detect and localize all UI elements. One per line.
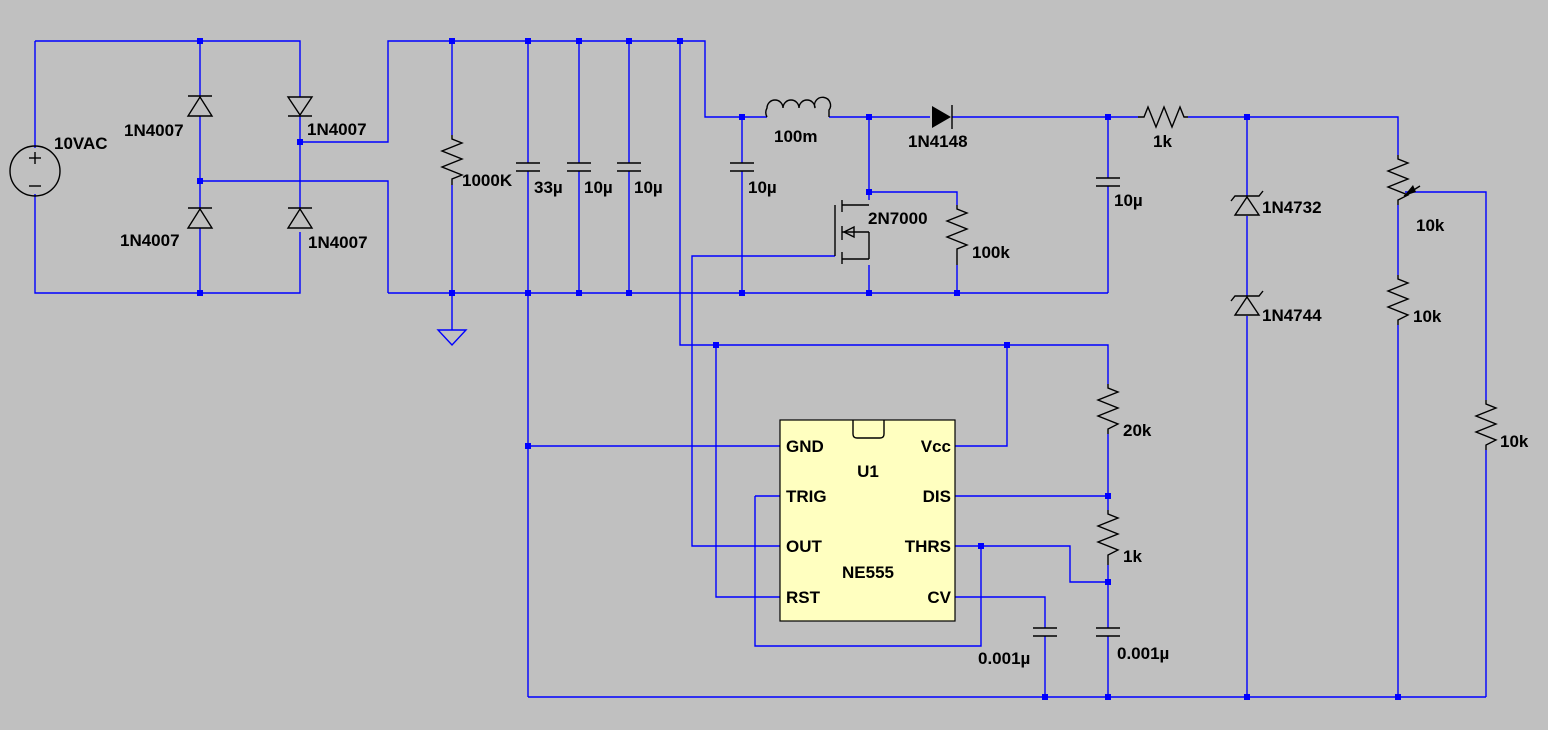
capacitor-ct-symbol [1096, 627, 1120, 637]
capacitor-c2-symbol [567, 162, 591, 172]
r2-label: 10k [1413, 307, 1442, 326]
r-b-label: 1k [1123, 547, 1142, 566]
resistor-rb-symbol [1096, 510, 1120, 565]
chip-ref-label: U1 [857, 462, 879, 481]
junction-dots [197, 38, 1401, 700]
c3-label: 10µ [634, 178, 663, 197]
c2-label: 10µ [584, 178, 613, 197]
diode-d1-symbol [186, 95, 214, 117]
resistor-ra-symbol [1096, 384, 1120, 434]
c-out-label: 10µ [1114, 191, 1143, 210]
capacitor-cin-symbol [730, 162, 754, 172]
chip-part-label: NE555 [842, 563, 894, 582]
pin-rst-label: RST [786, 588, 821, 607]
component-labels: 10VAC 1N4007 1N4007 1N4007 1N4007 1000K … [54, 120, 1529, 668]
capacitor-c3-symbol [617, 162, 641, 172]
d2-label: 1N4007 [307, 120, 367, 139]
c-cv-label: 0.001µ [978, 649, 1030, 668]
wires [34, 40, 1487, 698]
pin-thrs-label: THRS [905, 537, 951, 556]
ne555-chip: GND TRIG OUT RST Vcc DIS THRS CV U1 NE55… [779, 419, 956, 622]
source-label: 10VAC [54, 134, 108, 153]
c-t-label: 0.001µ [1117, 644, 1169, 663]
pin-dis-label: DIS [923, 487, 951, 506]
resistor-gate-symbol [945, 205, 969, 265]
r3-label: 10k [1500, 432, 1529, 451]
pin-vcc-label: Vcc [921, 437, 951, 456]
d3-label: 1N4007 [120, 231, 180, 250]
diode-d4-symbol [286, 207, 314, 229]
pot-label: 10k [1416, 216, 1445, 235]
zener-d1-symbol [1230, 190, 1264, 216]
capacitor-c1-symbol [516, 162, 540, 172]
diode-d3-symbol [186, 207, 214, 229]
c1-label: 33µ [534, 178, 563, 197]
pin-gnd-label: GND [786, 437, 824, 456]
r-gate-label: 100k [972, 243, 1010, 262]
resistor-div2-symbol [1386, 275, 1410, 325]
resistor-series-symbol [1138, 105, 1188, 129]
diode-label: 1N4148 [908, 132, 968, 151]
pin-out-label: OUT [786, 537, 823, 556]
capacitor-ccv-symbol [1033, 627, 1057, 637]
mosfet-symbol [834, 200, 870, 264]
diode-1n4148-symbol [932, 105, 953, 129]
resistor-div3-symbol [1474, 400, 1498, 450]
capacitor-cout-symbol [1096, 177, 1120, 187]
r-series-label: 1k [1153, 132, 1172, 151]
resistor-bleed-symbol [440, 135, 464, 185]
inductor-label: 100m [774, 127, 817, 146]
inductor-symbol [765, 96, 832, 118]
zener1-label: 1N4732 [1262, 198, 1322, 217]
mosfet-label: 2N7000 [868, 209, 928, 228]
diode-d2-symbol [286, 96, 314, 117]
c-in-label: 10µ [748, 178, 777, 197]
r-a-label: 20k [1123, 421, 1152, 440]
ac-voltage-source-symbol [9, 145, 61, 197]
d1-label: 1N4007 [124, 121, 184, 140]
ground-symbol [436, 329, 468, 347]
pin-trig-label: TRIG [786, 487, 827, 506]
potentiometer-symbol [1386, 155, 1421, 205]
zener-d2-symbol [1230, 290, 1264, 316]
zener2-label: 1N4744 [1262, 306, 1322, 325]
d4-label: 1N4007 [308, 233, 368, 252]
r-bleed-label: 1000K [462, 171, 513, 190]
pin-cv-label: CV [927, 588, 951, 607]
